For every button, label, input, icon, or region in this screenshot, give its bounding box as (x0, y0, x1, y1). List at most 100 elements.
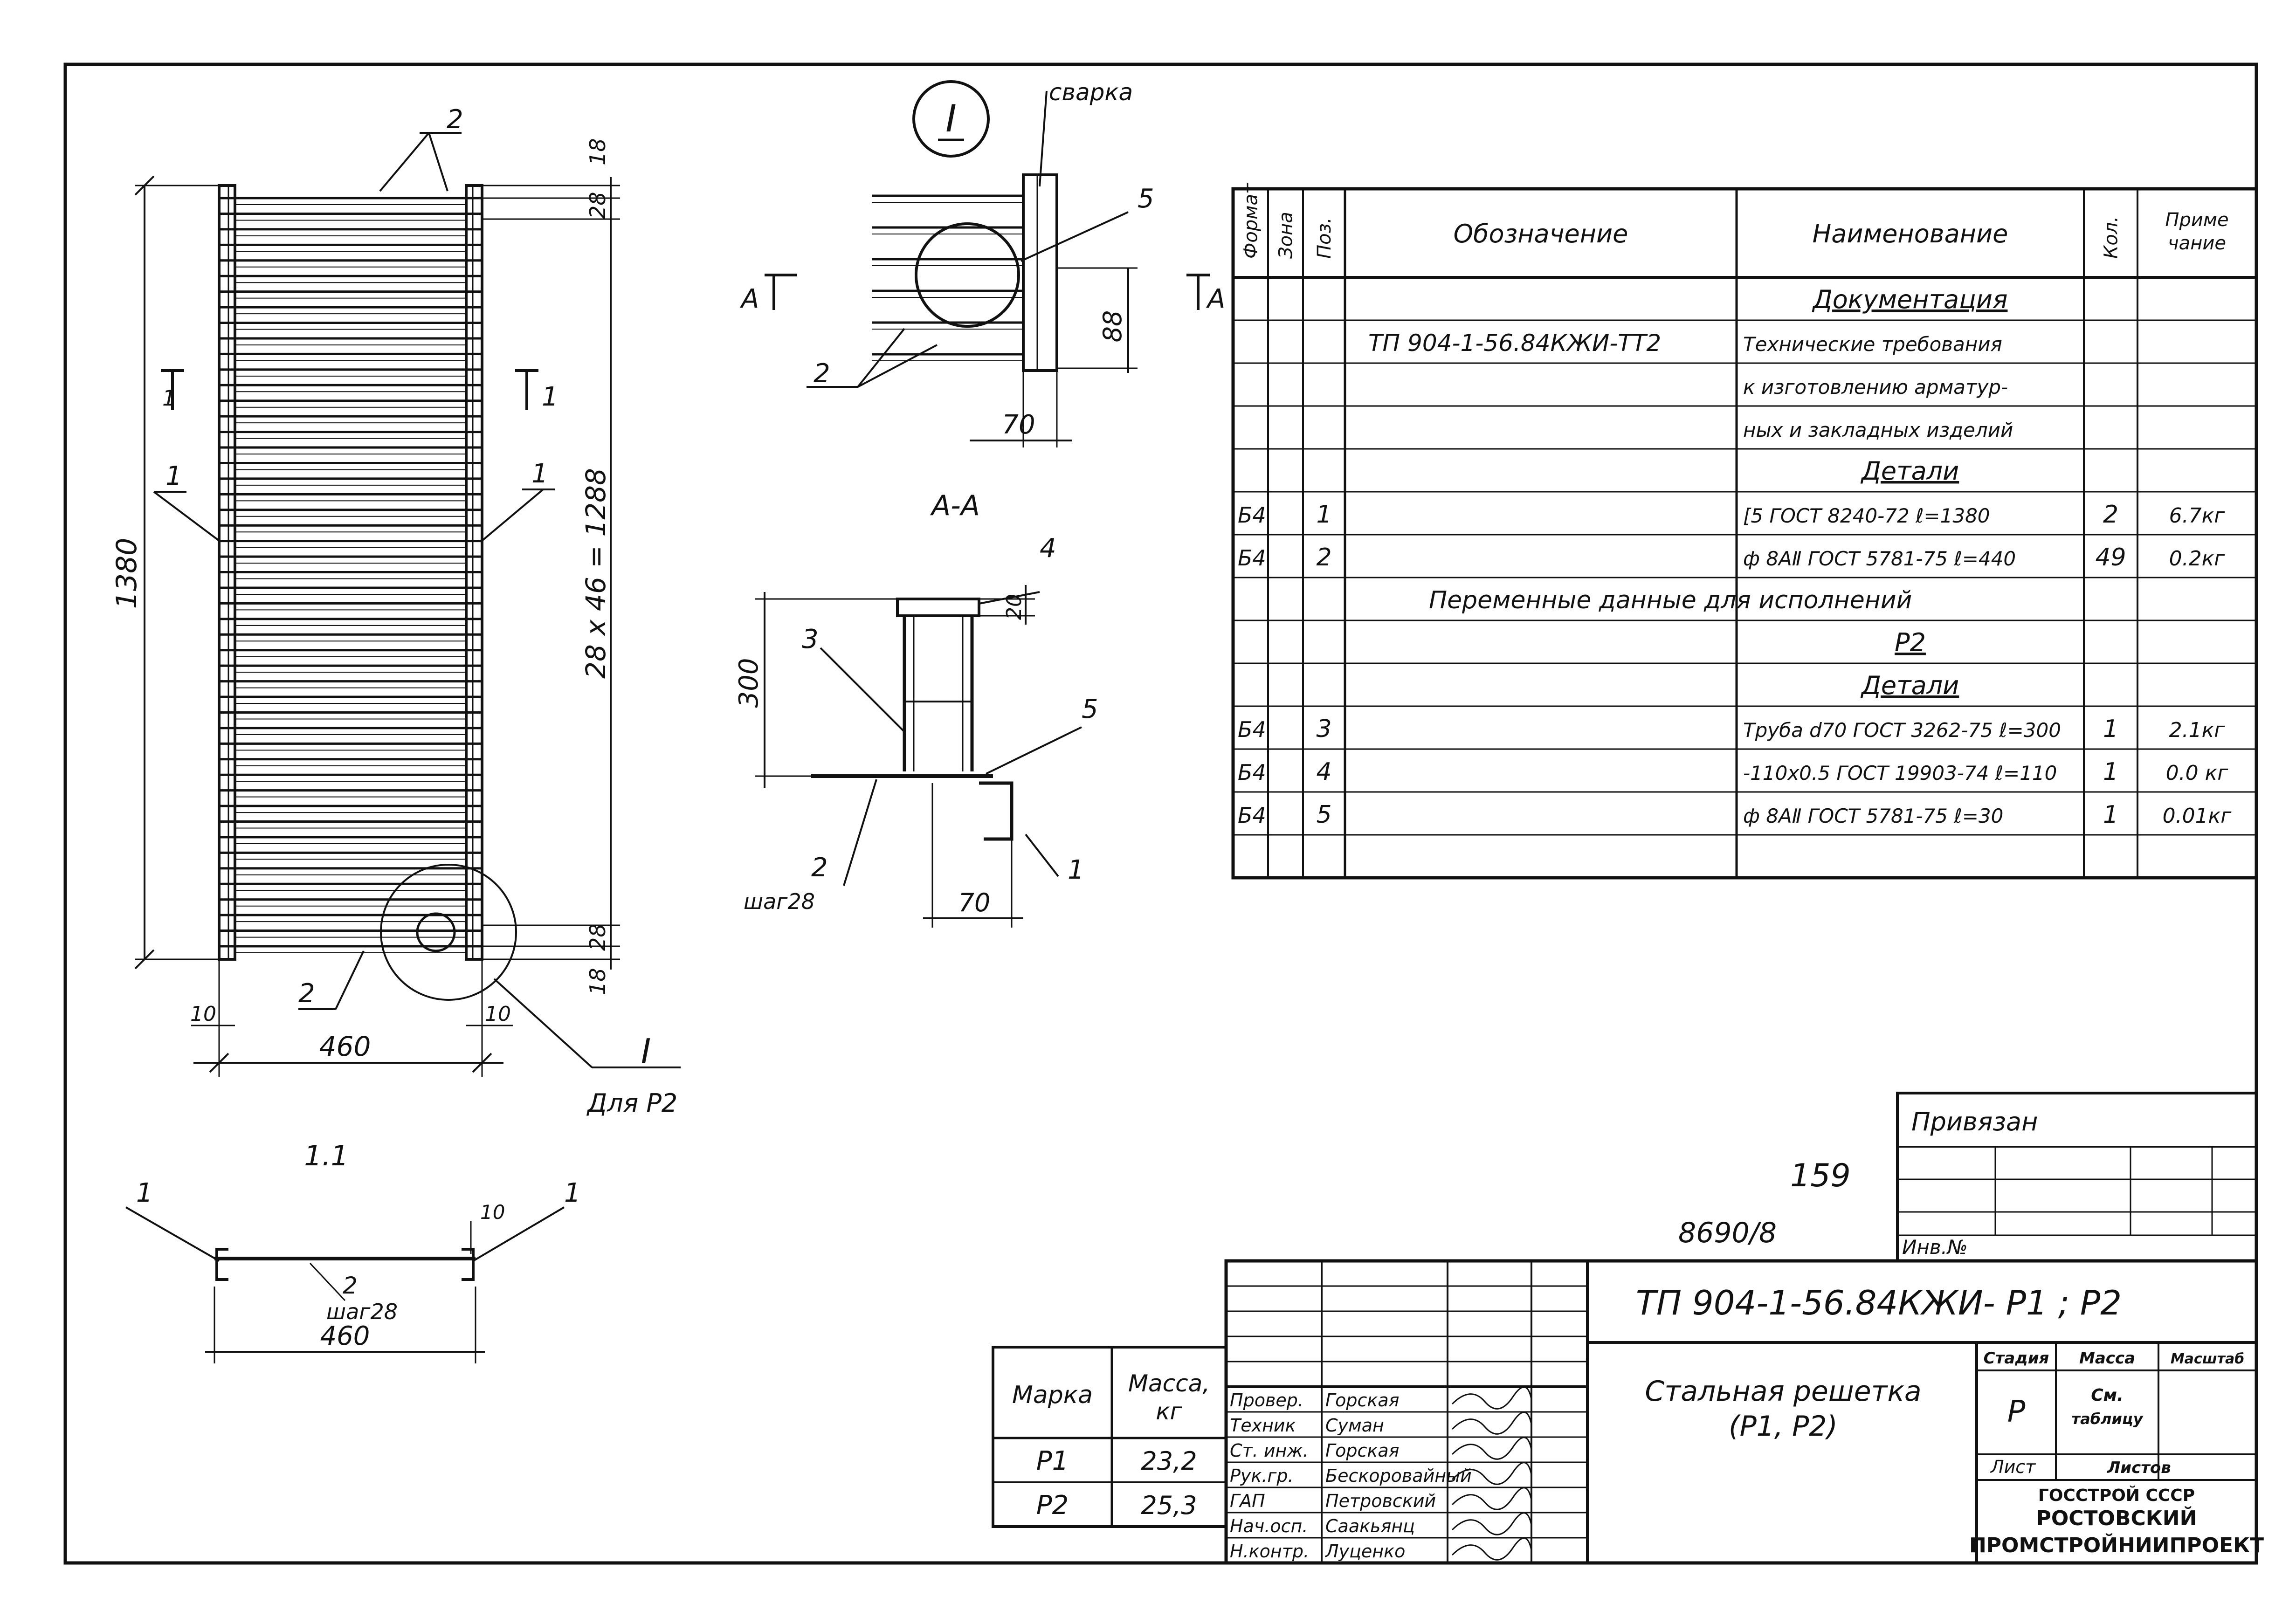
archive-number: 8690/8 (1678, 1217, 1777, 1249)
spec-cell-designation: Переменные данные для исполнений (1429, 586, 1912, 614)
spec-cell-format: Б4 (1238, 545, 1266, 571)
spec-cell-name: ф 8АⅡ ГОСТ 5781-75 ℓ=440 (1743, 547, 2016, 570)
aa-leader-4 (979, 591, 1040, 605)
signer-name: Луценко (1324, 1541, 1405, 1562)
leader-1-right (481, 489, 544, 542)
aa-dim-20: 20 (1002, 594, 1026, 620)
mass-cell-mark: Р2 (1036, 1490, 1069, 1521)
title-line-1: Стальная решетка (1645, 1375, 1921, 1408)
signer-name: Саакьянц (1325, 1516, 1415, 1536)
pipe-in-plan (416, 912, 456, 952)
stage-header: Стадия (1984, 1349, 2049, 1368)
detail-mark-label: I (641, 1032, 651, 1071)
sheets-header: Листов (2107, 1459, 2171, 1477)
leader-2-a (379, 132, 430, 192)
aa-pos-2: 2 (811, 853, 828, 883)
spec-frame (1231, 187, 2258, 880)
detail-dim-70: 70 (1002, 410, 1035, 440)
sec-pos-2: 2 (343, 1272, 358, 1299)
tick-460-right (472, 1053, 492, 1073)
signer-name: Петровский (1325, 1491, 1436, 1511)
spec-header-cell: Кол. (2101, 216, 2122, 259)
section-A-A: А-А 4 3 5 2 шаг28 1 300 20 70 (734, 489, 1098, 928)
detail-I: I сварка 5 2 70 88 А А (740, 79, 1225, 447)
dim-pitch-label: 28 x 46 = 1288 (580, 468, 612, 679)
dim-18-bottom: 18 (585, 968, 610, 995)
spec-cell-name: Документация (1812, 285, 2008, 314)
signer-role: Ст. инж. (1230, 1440, 1309, 1461)
spec-cell-note: 0.2кг (2169, 547, 2226, 571)
signer-name: Горская (1325, 1390, 1400, 1411)
detail-sec-left: А (740, 284, 759, 314)
signer-name: Бескоровайный (1325, 1466, 1472, 1486)
spec-cell-note: 0.0 кг (2166, 761, 2229, 785)
aa-pos-3: 3 (802, 624, 819, 654)
dim-28-top: 28 (585, 192, 610, 219)
spec-cell-name: -110х0.5 ГОСТ 19903-74 ℓ=110 (1743, 762, 2057, 784)
section-right-channel (462, 1248, 475, 1281)
leader-2-bottom (335, 950, 365, 1010)
mass-header-unit: кг (1156, 1398, 1182, 1425)
spec-cell-format: Б4 (1238, 502, 1266, 528)
section-left-channel (215, 1248, 228, 1281)
spec-cell-name: Детали (1861, 456, 1959, 486)
spec-cell-format: Б4 (1238, 717, 1266, 742)
section-AA-title: А-А (930, 489, 980, 522)
spec-cell-qty: 1 (2103, 801, 2118, 829)
spec-cell-name: [5 ГОСТ 8240-72 ℓ=1380 (1743, 504, 1990, 527)
pos-2-bottom: 2 (298, 978, 315, 1009)
spec-cell-name: к изготовлению арматур- (1743, 376, 2008, 399)
spec-cell-pos: 1 (1316, 501, 1331, 529)
scale-header: Масштаб (2171, 1351, 2244, 1367)
spec-header-cell: чание (2168, 233, 2226, 254)
aa-cap-plate (896, 598, 980, 617)
section-1-1-title: 1.1 (304, 1140, 348, 1172)
grating-bars (219, 197, 482, 953)
signature-scribble (1451, 1462, 1532, 1485)
detail-channel (1022, 173, 1058, 372)
mass-cell-value: 23,2 (1141, 1446, 1197, 1476)
tick-1380-top (134, 175, 155, 196)
pos-1-left: 1 (165, 461, 182, 491)
spec-cell-note: 2.1кг (2169, 718, 2226, 742)
detail-note-label: Для Р2 (586, 1088, 677, 1118)
signer-role: Нач.осп. (1230, 1516, 1308, 1536)
aa-leader-1 (1025, 833, 1059, 877)
signature-scribble (1451, 1411, 1532, 1435)
aa-leader-5 (986, 726, 1082, 775)
spec-cell-name: Труба d70 ГОСТ 3262-75 ℓ=300 (1743, 719, 2061, 742)
spec-header-cell: Поз. (1314, 217, 1335, 259)
signature-scribble (1451, 1512, 1532, 1535)
pos-2-top: 2 (447, 104, 463, 135)
signer-name: Суман (1325, 1415, 1384, 1436)
leader-2-detail-a (857, 328, 905, 388)
spec-header-cell: Приме (2165, 209, 2228, 231)
spec-cell-name: ных и закладных изделий (1743, 419, 2013, 441)
detail-pos-2: 2 (814, 358, 830, 389)
leader-1-left (153, 491, 220, 542)
signer-role: Н.контр. (1230, 1541, 1309, 1562)
spec-cell-name: Технические требования (1743, 333, 2002, 356)
spec-cell-qty: 1 (2103, 715, 2118, 743)
spec-cell-note: 6.7кг (2169, 504, 2226, 528)
spec-cell-qty: 1 (2103, 758, 2118, 786)
detail-dim-88: 88 (1098, 310, 1127, 343)
section-1-right-label: 1 (542, 382, 558, 412)
plan-view: I Для Р2 2 2 1 1 1 1 1380 (110, 104, 681, 1118)
signature-scribble (1451, 1487, 1532, 1510)
section-dim-460: 460 (320, 1321, 370, 1351)
sheet-number: 159 (1790, 1157, 1851, 1194)
weld-label: сварка (1049, 79, 1133, 106)
spec-cell-qty: 49 (2095, 544, 2126, 571)
sec-leader-1-right (472, 1206, 565, 1262)
dim-18-top: 18 (585, 138, 610, 165)
aa-pos-5: 5 (1082, 694, 1098, 724)
spec-cell-designation: ТП 904-1-56.84КЖИ-ТТ2 (1368, 330, 1661, 357)
spec-cell-pos: 3 (1316, 715, 1331, 743)
spec-cell-pos: 4 (1316, 758, 1331, 786)
org-line-2: РОСТОВСКИЙ (2036, 1506, 2197, 1530)
spec-header-cell: Зона (1276, 212, 1297, 259)
